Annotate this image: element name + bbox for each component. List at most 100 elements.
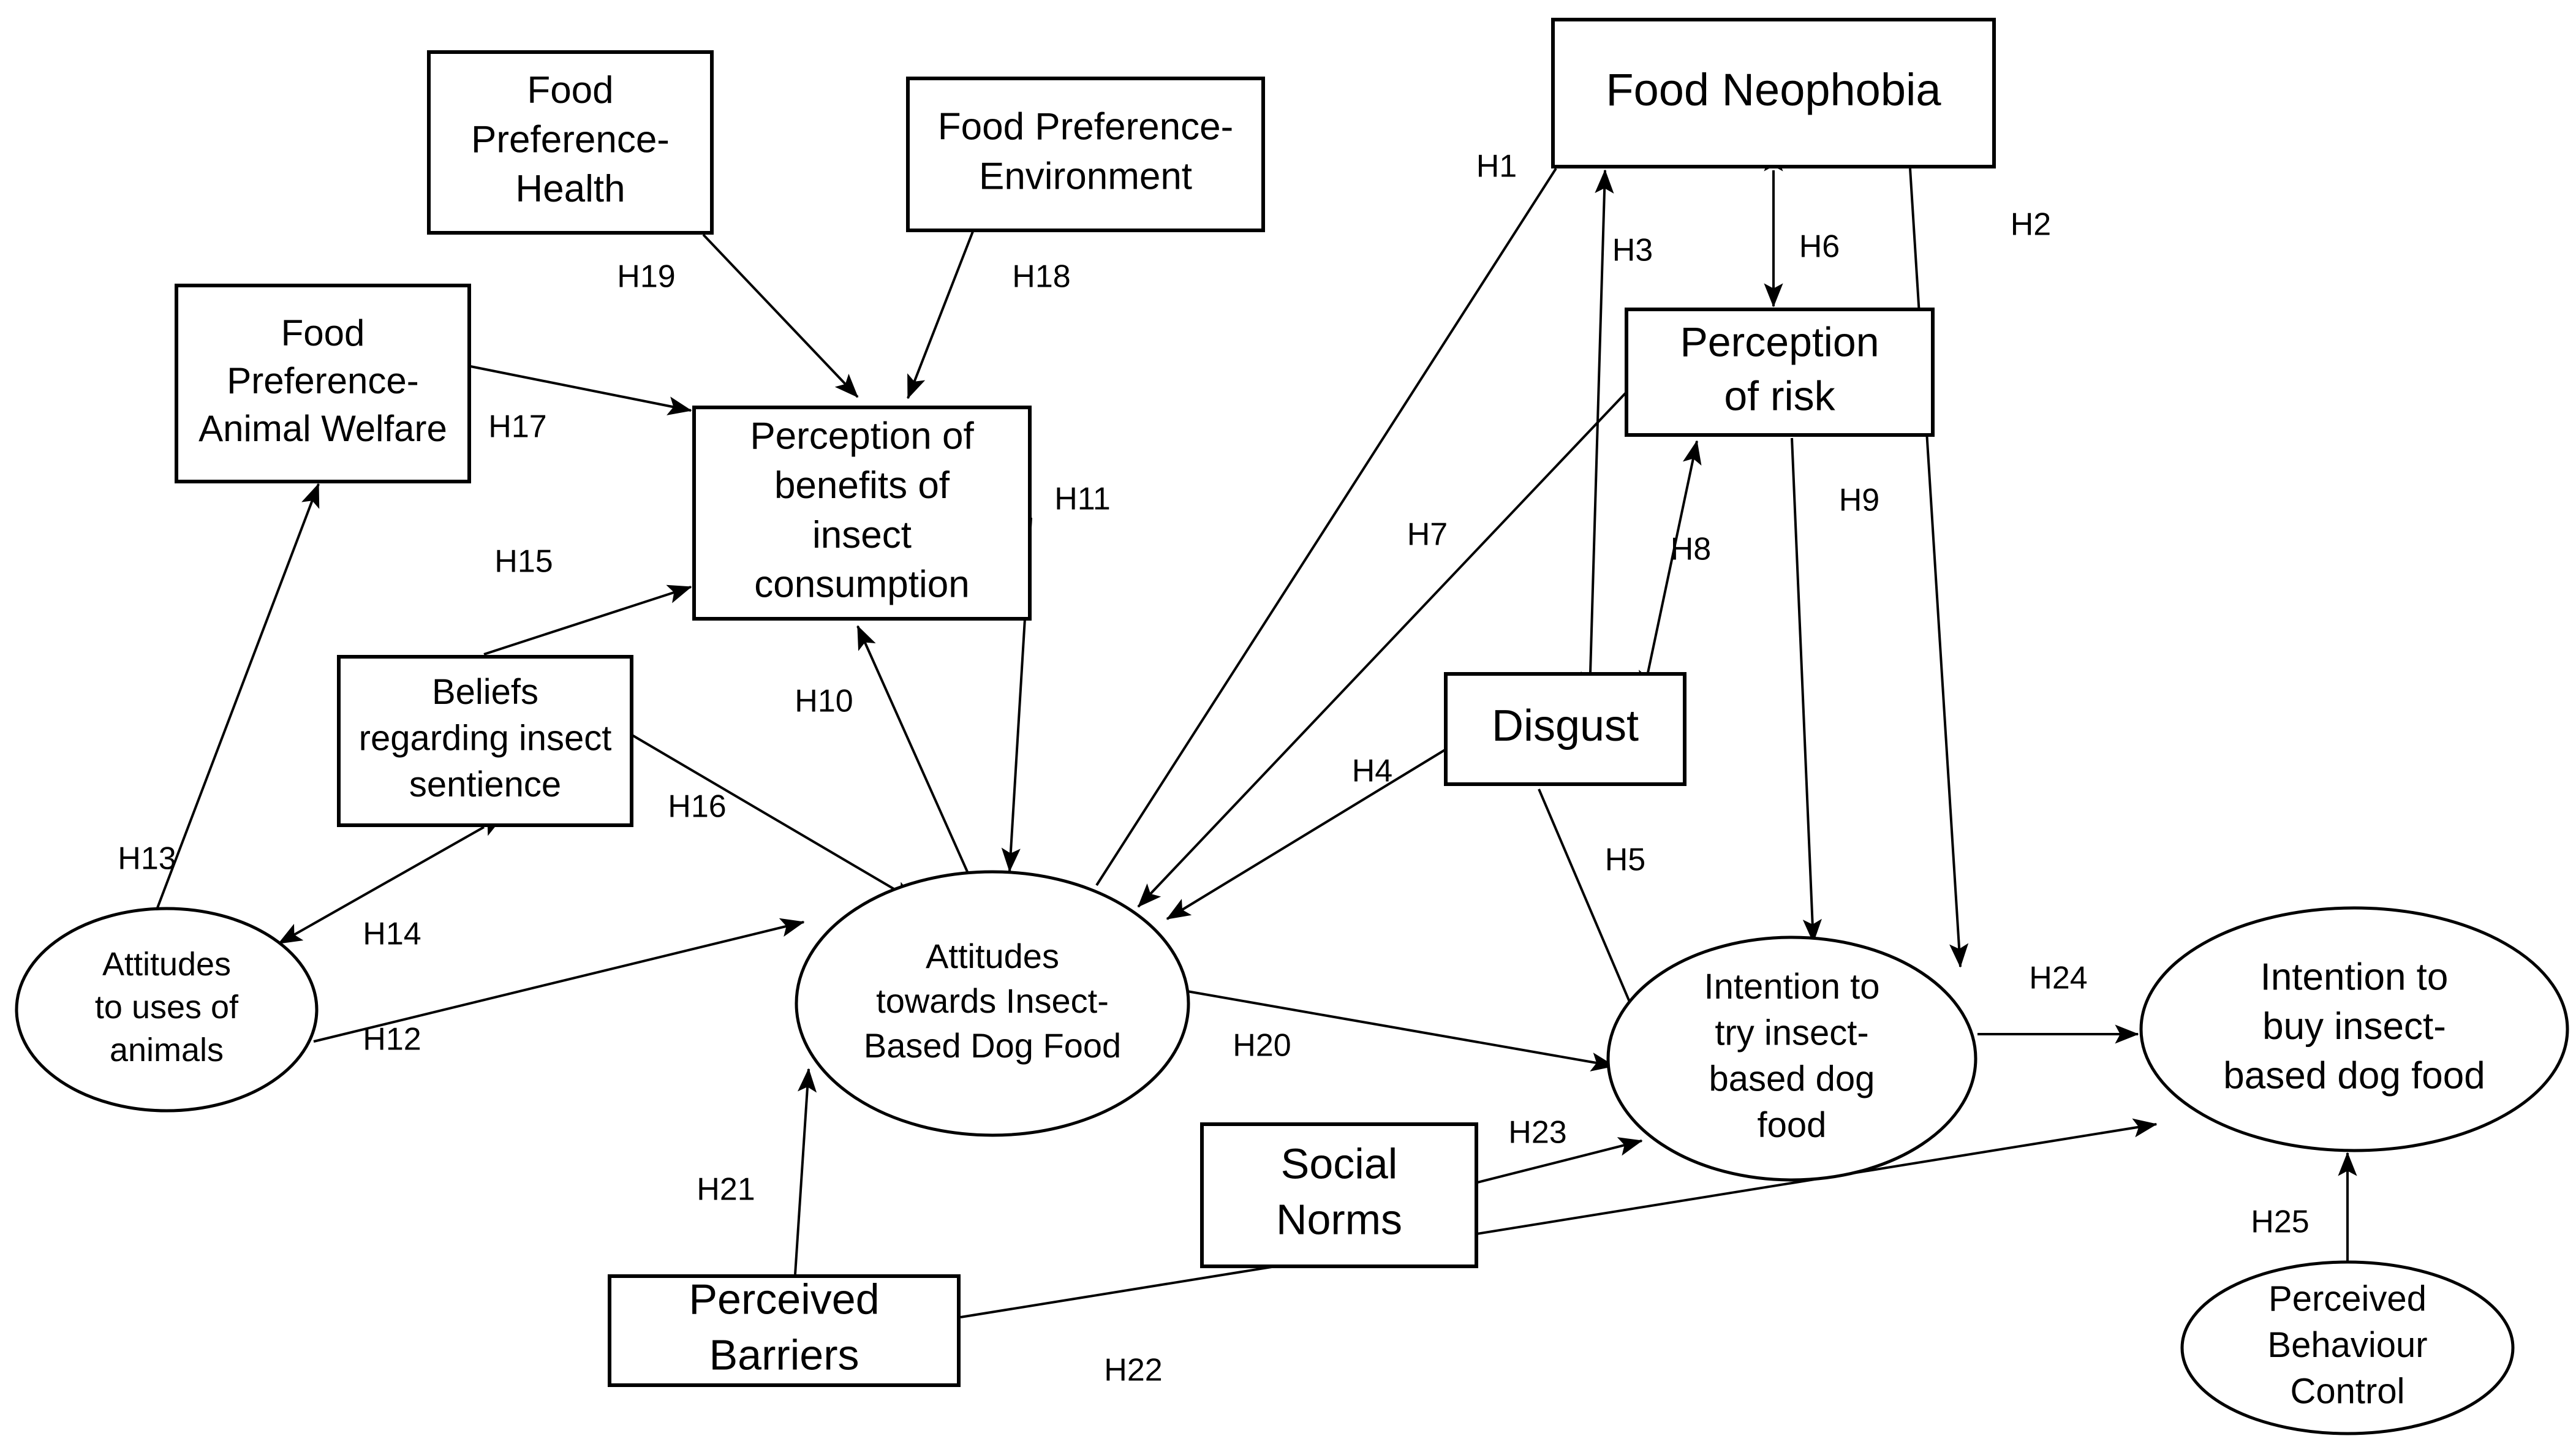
node-shape-rect — [608, 1274, 961, 1387]
edge-line-h7 — [1137, 391, 1628, 908]
node-label-fp-env: Food Preference-Environment — [938, 106, 1233, 198]
edge-h20 — [1187, 990, 1615, 1072]
edge-label-h8: H8 — [1671, 532, 1711, 567]
edge-h10 — [856, 625, 969, 874]
edge-line-h23 — [1477, 1137, 1643, 1184]
edge-line-h17 — [470, 365, 692, 415]
edge-label-h23: H23 — [1508, 1115, 1566, 1151]
edge-line-h4 — [1166, 747, 1448, 920]
edge-h14 — [278, 815, 504, 945]
edge-label-h3: H3 — [1612, 233, 1653, 268]
edge-line-h2 — [1909, 168, 1969, 968]
edge-label-h9: H9 — [1839, 483, 1879, 518]
edge-line-h10 — [856, 625, 969, 874]
edge-label-h17: H17 — [488, 409, 546, 445]
node-shape-rect — [337, 655, 633, 827]
edge-h19 — [702, 233, 859, 398]
edge-h21 — [794, 1068, 817, 1275]
node-shape-rect — [1625, 308, 1935, 437]
node-shape-ellipse — [2139, 906, 2569, 1152]
edge-line-h22 — [960, 1118, 2158, 1318]
node-neophobia[interactable]: Food Neophobia — [1551, 18, 1996, 168]
node-shape-ellipse — [1606, 936, 1977, 1182]
edge-line-h20 — [1187, 990, 1615, 1072]
edge-h16 — [631, 734, 917, 903]
edge-label-h5: H5 — [1605, 842, 1645, 878]
edge-label-h21: H21 — [697, 1172, 755, 1208]
node-shape-rect — [692, 406, 1032, 621]
edge-label-h6: H6 — [1799, 229, 1840, 265]
edge-h13 — [155, 483, 320, 912]
edge-label-h22: H22 — [1104, 1353, 1162, 1388]
edge-h23 — [1477, 1137, 1643, 1184]
edge-h8 — [1639, 440, 1702, 695]
edge-label-h20: H20 — [1233, 1028, 1291, 1064]
edge-label-h16: H16 — [668, 789, 726, 825]
edge-line-h15 — [483, 584, 692, 656]
node-shape-rect — [1444, 672, 1686, 786]
edge-label-h12: H12 — [363, 1022, 421, 1057]
edge-line-h5 — [1538, 788, 1643, 1032]
edge-line-h12 — [313, 918, 805, 1043]
edge-label-h15: H15 — [494, 544, 553, 580]
edge-line-h8 — [1639, 440, 1702, 695]
edge-h1 — [1095, 167, 1557, 886]
edge-label-h13: H13 — [118, 841, 176, 877]
edge-label-h11: H11 — [1054, 482, 1111, 517]
edge-h17 — [470, 365, 692, 415]
edge-h18 — [907, 231, 974, 399]
edge-line-h9 — [1791, 437, 1822, 943]
edge-label-h4: H4 — [1352, 754, 1392, 789]
edge-h12 — [313, 918, 805, 1043]
node-shape-rect — [1200, 1122, 1478, 1268]
edge-h22 — [960, 1118, 2158, 1318]
node-disgust[interactable]: Disgust — [1444, 672, 1686, 786]
edge-label-h18: H18 — [1012, 259, 1070, 295]
edge-label-h1: H1 — [1476, 149, 1517, 184]
edge-line-h14 — [278, 815, 504, 945]
edge-label-h2: H2 — [2011, 207, 2051, 243]
node-shape-rect — [906, 77, 1265, 232]
node-shape-ellipse — [795, 870, 1190, 1137]
node-label-disgust: Disgust — [1492, 701, 1639, 750]
edge-h9 — [1791, 437, 1822, 943]
node-shape-ellipse — [2180, 1260, 2515, 1435]
node-shape-rect — [1551, 18, 1996, 168]
edge-label-h10: H10 — [795, 684, 853, 719]
node-fp-env[interactable]: Food Preference-Environment — [906, 77, 1265, 232]
edge-label-h7: H7 — [1407, 517, 1448, 553]
edge-h15 — [483, 584, 692, 656]
node-shape-ellipse — [15, 907, 319, 1113]
edge-label-h19: H19 — [617, 259, 675, 295]
node-shape-rect — [175, 284, 471, 483]
edge-label-h24: H24 — [2029, 961, 2087, 996]
edge-label-h25: H25 — [2251, 1204, 2309, 1240]
node-label-neophobia: Food Neophobia — [1606, 64, 1941, 115]
